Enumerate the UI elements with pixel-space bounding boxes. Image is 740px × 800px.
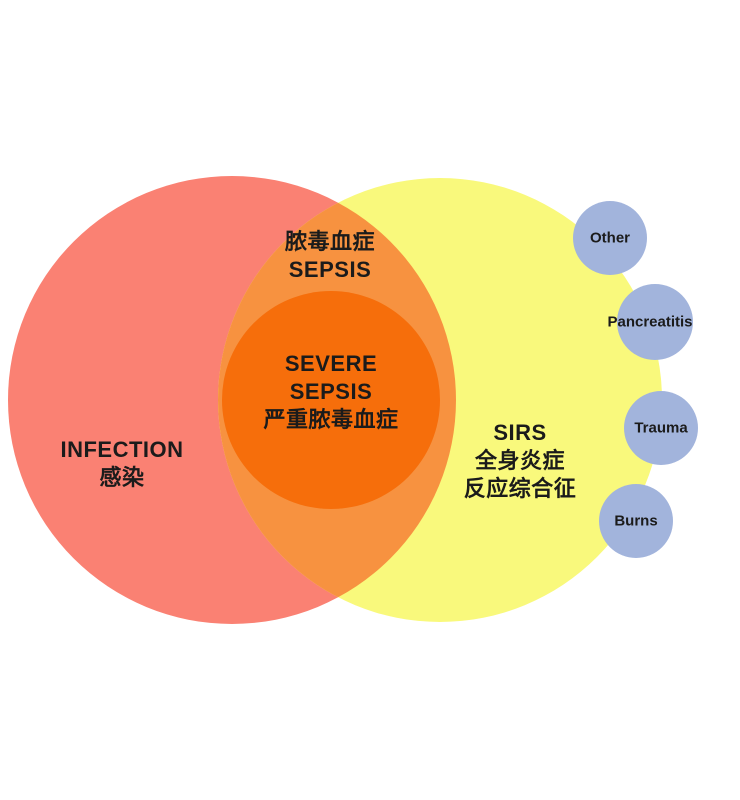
sirs-label-en: SIRS — [493, 419, 547, 445]
severe-sepsis-circle — [222, 291, 440, 509]
sirs-label-zh-2: 反应综合征 — [463, 476, 577, 502]
sepsis-label-zh: 脓毒血症 — [284, 228, 376, 254]
satellite-circle-burns — [599, 484, 673, 558]
satellite-circle-pancreatitis — [617, 284, 693, 360]
severe-sepsis-label-zh: 严重脓毒血症 — [263, 407, 399, 433]
satellite-circle-trauma — [624, 391, 698, 465]
satellite-circle-other — [573, 201, 647, 275]
infection-label-en: INFECTION — [60, 436, 184, 462]
sepsis-label: 脓毒血症 SEPSIS — [285, 228, 375, 284]
severe-sepsis-label-en-2: SEPSIS — [289, 378, 373, 404]
infection-label: INFECTION 感染 — [60, 436, 183, 492]
severe-sepsis-label: SEVERE SEPSIS 严重脓毒血症 — [263, 350, 398, 434]
severe-sepsis-label-en-1: SEVERE — [284, 350, 378, 376]
satellite-label-burns: Burns — [614, 512, 658, 530]
sepsis-label-en: SEPSIS — [288, 257, 372, 282]
sirs-label: SIRS 全身炎症 反应综合征 — [464, 419, 577, 503]
sirs-label-zh-1: 全身炎症 — [474, 447, 566, 473]
satellite-label-pancreatitis: Pancreatitis — [607, 313, 693, 331]
satellite-label-trauma: Trauma — [634, 419, 688, 437]
infection-label-zh: 感染 — [99, 465, 145, 490]
satellite-label-other: Other — [589, 229, 631, 247]
